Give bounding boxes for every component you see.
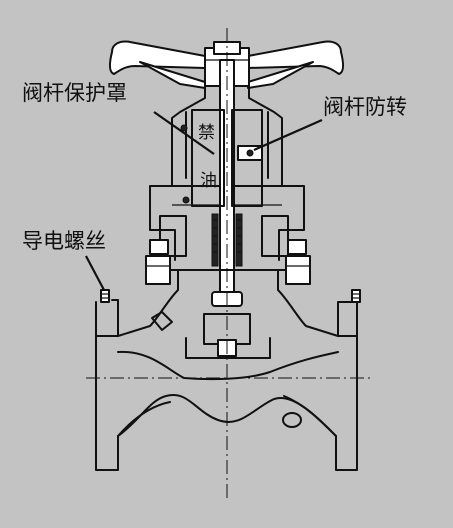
label-stem-guard: 阀杆保护罩 [22, 81, 127, 105]
label-no-oil-2: 油 [200, 171, 217, 191]
label-grounding-wire: 导电螺丝 [22, 229, 106, 253]
bonnet-bolts [145, 239, 311, 285]
stem-guard [180, 59, 271, 359]
valve-body [86, 28, 370, 500]
leader-lines [85, 111, 323, 291]
label-no-oil-1: 禁 [198, 123, 215, 143]
label-stem-antirotation: 阀杆防转 [323, 95, 407, 119]
bonnet-yoke [149, 85, 305, 261]
grounding-screws [100, 289, 361, 303]
